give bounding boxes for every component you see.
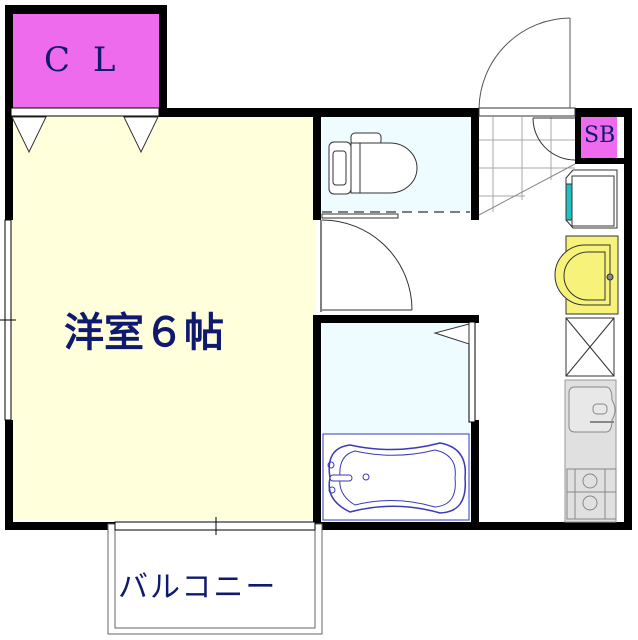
refrigerator-space-icon	[565, 317, 615, 377]
western-room-label: 洋室６帖	[64, 309, 224, 356]
shoe-box-fill	[579, 116, 617, 160]
closet-door-left-icon	[11, 116, 47, 154]
washbasin-icon	[554, 235, 619, 315]
kitchen-sink-icon	[568, 386, 616, 433]
front-door-swing-icon	[478, 17, 571, 109]
balcony-label: バルコニー	[118, 570, 278, 605]
shoe-box-label: SB	[584, 123, 616, 148]
balcony	[107, 523, 323, 635]
gas-stove-icon	[566, 468, 617, 520]
toilet-door-swing-icon	[321, 219, 413, 311]
toilet-icon	[328, 132, 418, 195]
closet-label: C L	[44, 40, 122, 80]
washing-machine-icon	[565, 169, 618, 229]
closet-fill	[11, 12, 159, 108]
walls	[5, 5, 632, 530]
sb-door-swing-icon	[532, 117, 576, 161]
bathroom-door-icon	[433, 323, 470, 345]
closet-door-right-icon	[123, 116, 159, 154]
entrance-tiles	[479, 117, 575, 212]
